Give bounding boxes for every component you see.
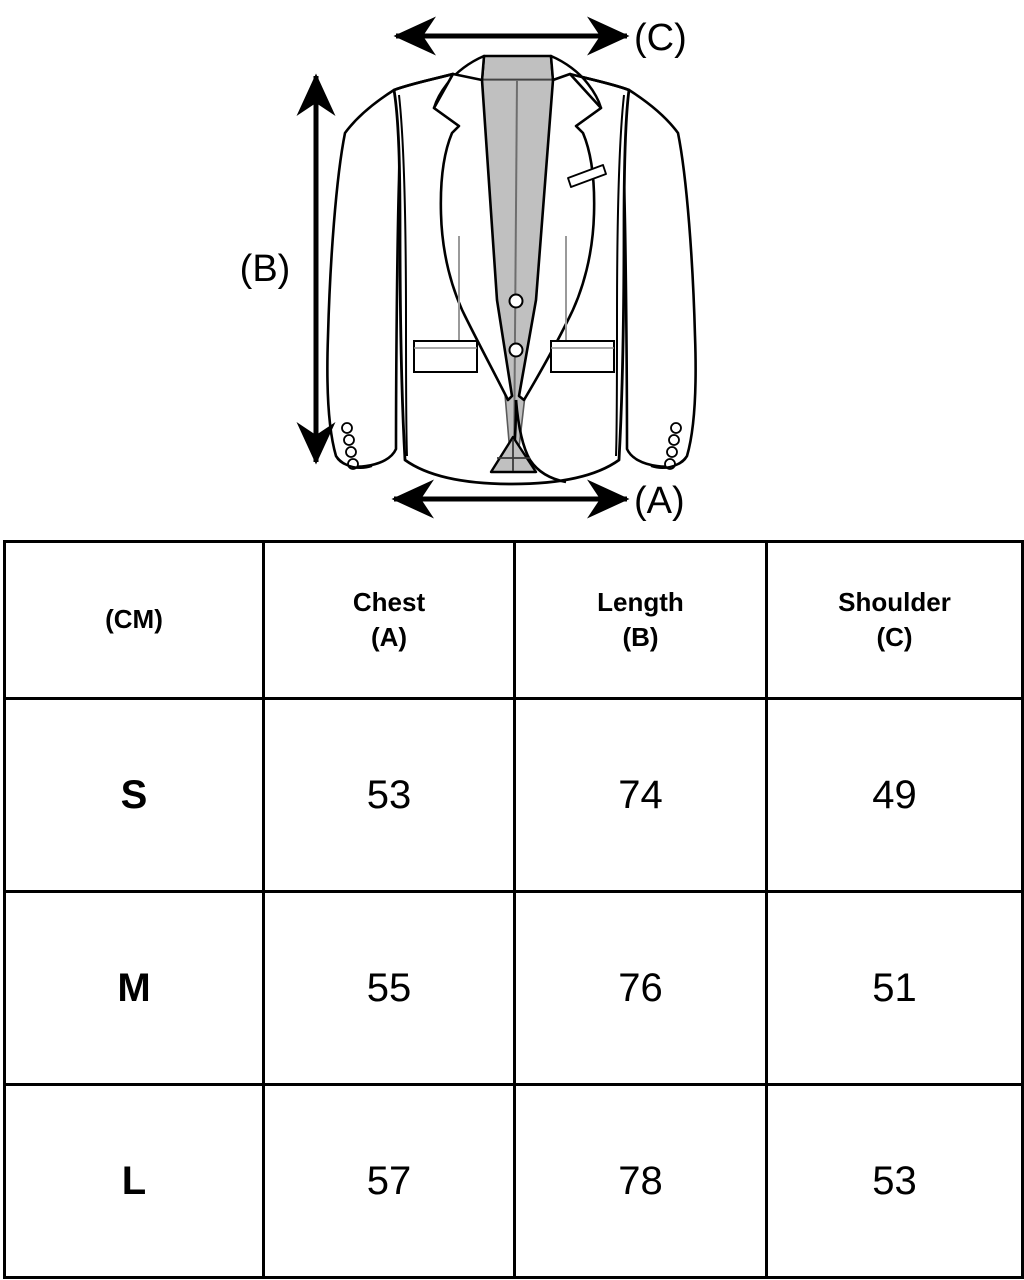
header-cell-unit: (CM) [3,540,265,700]
row-size-label: S [3,697,265,893]
measurement-label-c: (C) [634,17,687,59]
row-size-label: L [3,1083,265,1279]
jacket-measurement-illustration: (C) (B) (A) [0,0,1024,540]
row-length-value: 78 [513,1083,768,1279]
jacket-left-lapel [432,72,514,402]
header-chest-line1: Chest [352,586,426,617]
jacket-hem-opening [514,399,567,484]
header-shoulder-line1: Shoulder [838,586,951,617]
header-length-line2: (B) [622,622,659,652]
jacket-right-lapel [517,72,603,402]
table-row: M 55 76 51 [3,890,1024,1086]
table-row: S 53 74 49 [3,697,1024,893]
table-row: L 57 78 53 [3,1083,1024,1279]
jacket-graphic [326,54,697,486]
measurement-label-a: (A) [634,480,685,522]
header-length-line1: Length [597,586,684,617]
header-unit-line1: (CM) [105,604,163,635]
header-cell-shoulder: Shoulder (C) [765,540,1024,700]
measurement-label-b: (B) [240,248,291,290]
jacket-right-cuff-edge [650,455,688,469]
placket-center-seam [513,79,518,463]
jacket-left-armscye-seam [398,94,408,457]
row-chest-value: 57 [262,1083,516,1279]
jacket-left-cuff-buttons [341,422,359,470]
jacket-left-flap-pocket [413,340,478,373]
header-shoulder-line2: (C) [876,622,913,652]
jacket-collar-band [480,54,555,82]
row-chest-value: 53 [262,697,516,893]
header-chest-line2: (A) [370,622,408,652]
header-cell-length: Length (B) [513,540,768,700]
header-cell-chest: Chest (A) [262,540,516,700]
jacket-chest-welt-pocket [567,164,607,188]
jacket-button-top [508,293,524,309]
row-length-value: 74 [513,697,768,893]
jacket-button-bottom [508,342,524,358]
size-chart-table: (CM) Chest (A) Length (B) Shoulder (C) S… [3,540,1024,1279]
jacket-right-armscye-seam [615,94,625,457]
row-shoulder-value: 53 [765,1083,1024,1279]
row-shoulder-value: 51 [765,890,1024,1086]
row-shoulder-value: 49 [765,697,1024,893]
row-length-value: 76 [513,890,768,1086]
table-header-row: (CM) Chest (A) Length (B) Shoulder (C) [3,540,1024,700]
jacket-left-shoulder-seam [393,72,454,92]
row-size-label: M [3,890,265,1086]
jacket-left-cuff-edge [335,455,373,469]
size-chart-table-container: (CM) Chest (A) Length (B) Shoulder (C) S… [3,540,1024,1279]
jacket-right-shoulder-seam [569,72,630,92]
row-chest-value: 55 [262,890,516,1086]
jacket-right-flap-pocket [550,340,615,373]
jacket-left-sleeve [326,88,401,468]
jacket-right-sleeve [622,88,697,468]
